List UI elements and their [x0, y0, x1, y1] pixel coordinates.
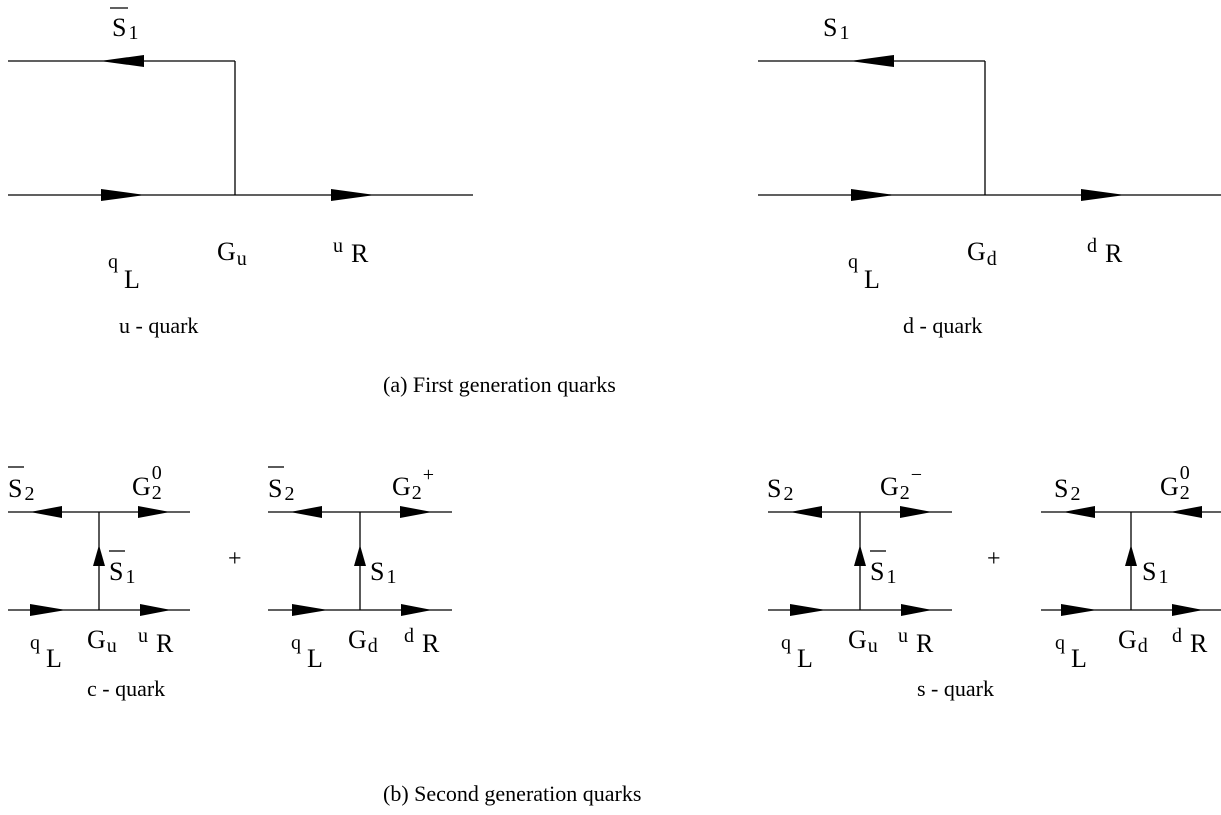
arrow-right-icon — [790, 604, 826, 616]
gu-label: Gu — [87, 625, 117, 657]
gd-label: Gd — [967, 237, 997, 270]
q-l-label: qL — [30, 632, 62, 673]
u-quark-caption: u - quark — [119, 313, 198, 338]
arrow-right-icon — [140, 604, 171, 616]
arrow-right-icon — [331, 189, 375, 201]
arrow-right-icon — [30, 604, 66, 616]
arrow-right-icon — [1061, 604, 1097, 616]
g2-minus-label: G2− — [880, 464, 922, 504]
arrow-right-icon — [1172, 604, 1203, 616]
arrow-right-icon — [901, 604, 932, 616]
arrow-right-icon — [400, 506, 432, 518]
gd-label: Gd — [1118, 625, 1148, 657]
arrow-up-icon — [854, 545, 866, 566]
arrow-right-icon — [101, 189, 145, 201]
q-l-label: qL — [291, 632, 323, 673]
gd-label: Gd — [348, 625, 378, 657]
arrow-right-icon — [401, 604, 432, 616]
g2-0-label: G20 — [1160, 462, 1190, 504]
arrow-left-icon — [1170, 506, 1202, 518]
plus-sign: + — [228, 546, 242, 572]
arrow-right-icon — [1081, 189, 1125, 201]
s-quark-caption: s - quark — [917, 676, 994, 701]
plus-sign: + — [987, 546, 1001, 572]
arrow-up-icon — [1125, 545, 1137, 566]
q-l-label: qL — [108, 251, 140, 294]
arrow-left-icon — [30, 506, 62, 518]
arrow-left-icon — [290, 506, 322, 518]
g2-plus-label: G2+ — [392, 464, 434, 504]
gu-label: Gu — [217, 237, 247, 270]
arrow-up-icon — [354, 545, 366, 566]
d-quark-caption: d - quark — [903, 313, 982, 338]
arrow-right-icon — [138, 506, 170, 518]
arrow-left-icon — [790, 506, 822, 518]
arrow-right-icon — [292, 604, 328, 616]
caption-second-generation: (b) Second generation quarks — [383, 781, 641, 806]
arrow-left-icon — [1063, 506, 1095, 518]
q-l-label: qL — [781, 632, 813, 673]
caption-first-generation: (a) First generation quarks — [383, 372, 616, 397]
gu-label: Gu — [848, 625, 878, 657]
arrow-left-icon — [100, 55, 144, 67]
arrow-right-icon — [900, 506, 932, 518]
c-quark-caption: c - quark — [87, 676, 165, 701]
arrow-up-icon — [93, 545, 105, 566]
arrow-right-icon — [851, 189, 895, 201]
q-l-label: qL — [1055, 632, 1087, 673]
g2-0-label: G20 — [132, 462, 162, 504]
arrow-left-icon — [850, 55, 894, 67]
q-l-label: qL — [848, 251, 880, 294]
